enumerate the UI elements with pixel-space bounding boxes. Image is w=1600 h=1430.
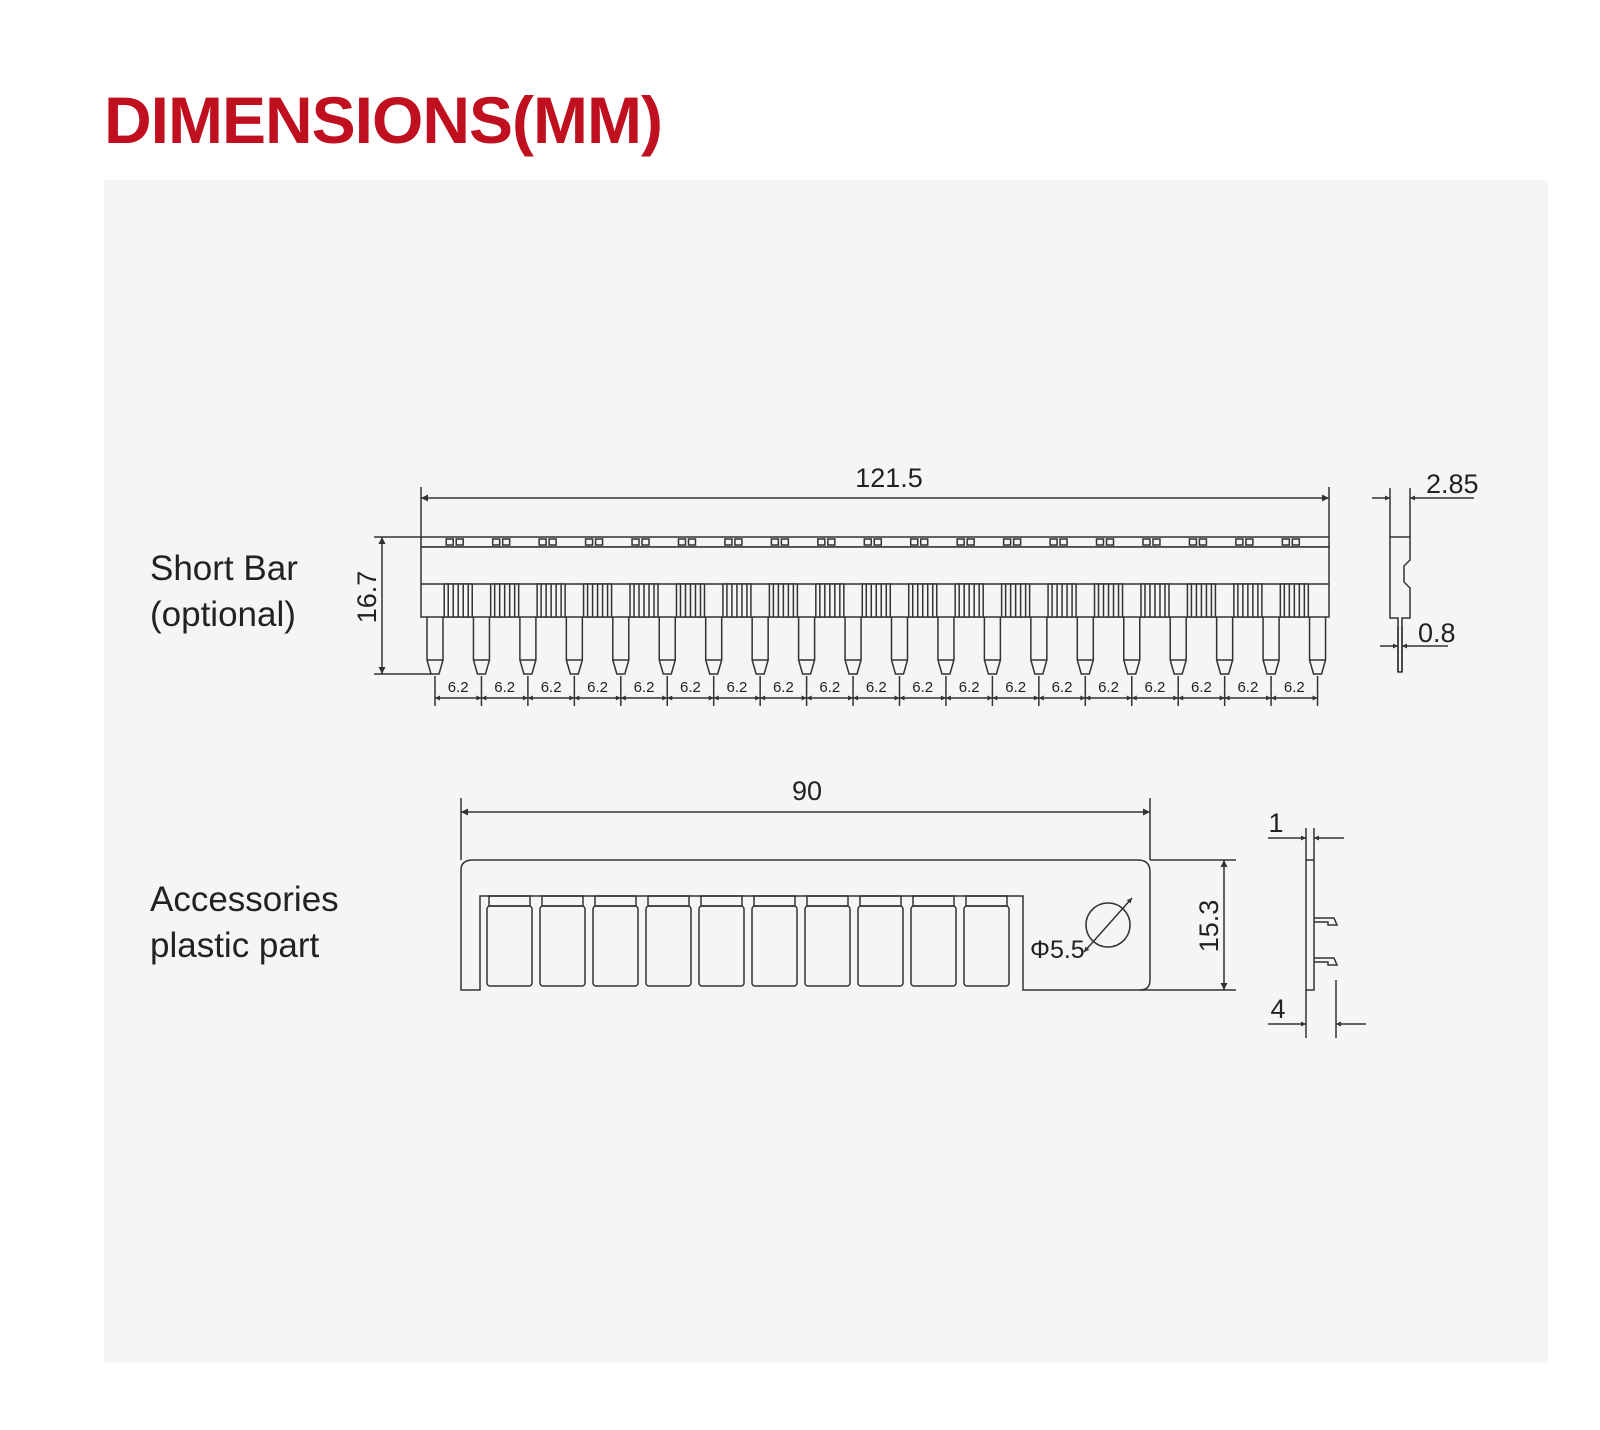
pin	[1262, 538, 1310, 675]
accessories-height-dimension	[1140, 859, 1236, 991]
pin	[565, 538, 613, 675]
pitch-label: 6.2	[448, 679, 469, 696]
short-bar-length-label: 121.5	[855, 463, 923, 493]
short-bar-height-dimension	[374, 536, 431, 675]
pin	[1123, 538, 1170, 675]
pitch-label: 6.2	[1191, 679, 1212, 696]
pin	[658, 538, 706, 675]
pitch-label: 6.2	[541, 679, 562, 696]
accessories-side-view	[1268, 828, 1366, 1038]
pitch-label: 6.2	[1005, 679, 1026, 696]
pitch-label: 6.2	[866, 679, 887, 696]
hole-diameter-label: Φ5.5	[1030, 936, 1085, 964]
page-title: DIMENSIONS(MM)	[104, 83, 663, 157]
slot	[751, 895, 798, 987]
pitch-label: 6.2	[1098, 679, 1119, 696]
pitch-label: 6.2	[912, 679, 933, 696]
pin	[1076, 538, 1124, 675]
pitch-label: 6.2	[587, 679, 608, 696]
pitch-label: 6.2	[634, 679, 655, 696]
accessories-length-label: 90	[792, 776, 822, 806]
pin	[1215, 538, 1263, 675]
pitch-label: 6.2	[494, 679, 515, 696]
pin	[472, 538, 520, 675]
pin	[704, 538, 752, 675]
accessories-depth-label: 4	[1270, 994, 1285, 1024]
pitch-label: 6.2	[1284, 679, 1305, 696]
pitch-label: 6.2	[1237, 679, 1258, 696]
pitch-label: 6.2	[819, 679, 840, 696]
slot	[857, 895, 904, 987]
pitch-label: 6.2	[773, 679, 794, 696]
short-bar-thickness-label: 2.85	[1426, 469, 1479, 499]
accessories-thickness-label: 1	[1268, 808, 1283, 838]
slot	[592, 895, 639, 987]
pin	[519, 538, 566, 675]
accessories-sublabel: plastic part	[150, 926, 320, 965]
short-bar-label: Short Bar	[150, 549, 298, 588]
slot	[645, 895, 692, 987]
pin	[751, 538, 799, 675]
slot	[698, 895, 745, 987]
pitch-label: 6.2	[959, 679, 980, 696]
accessories-length-dimension	[460, 798, 1151, 860]
accessories-label: Accessories	[150, 880, 339, 919]
slot	[804, 895, 851, 987]
slot	[963, 895, 1010, 987]
pin	[426, 538, 473, 675]
pitch-label: 6.2	[726, 679, 747, 696]
short-bar-length-dimension	[420, 487, 1330, 537]
pitch-label: 6.2	[1052, 679, 1073, 696]
pin	[797, 538, 845, 675]
accessories-height-label: 15.3	[1194, 900, 1224, 953]
accessories-drawing	[460, 859, 1151, 991]
slot	[539, 895, 586, 987]
pin	[844, 538, 892, 675]
pin	[983, 538, 1031, 675]
pin	[612, 538, 659, 675]
pin	[1030, 538, 1077, 675]
pin	[890, 538, 938, 675]
slot	[486, 895, 533, 987]
pin	[937, 538, 984, 675]
short-bar-sublabel: (optional)	[150, 595, 296, 634]
short-bar-drawing: 6.2 6.2 6.2 6.2 6.2 6.2 6.2 6.2 6.2 6.2 6.2 6.2 6.2 6…	[420, 536, 1330, 706]
pin	[1169, 538, 1217, 675]
short-bar-pin-thickness-label: 0.8	[1418, 618, 1456, 648]
pitch-label: 6.2	[1145, 679, 1166, 696]
slot	[910, 895, 957, 987]
pin	[1308, 617, 1327, 675]
short-bar-side-view	[1372, 488, 1474, 673]
short-bar-height-label: 16.7	[352, 571, 382, 624]
pitch-label: 6.2	[680, 679, 701, 696]
